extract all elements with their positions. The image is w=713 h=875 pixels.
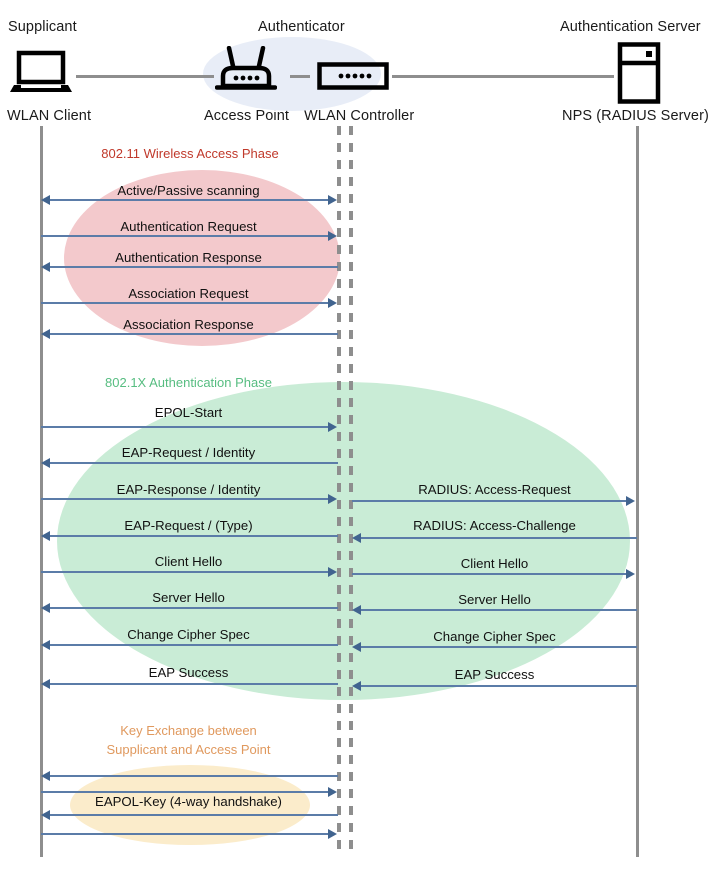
arrowhead-left-r4 <box>352 605 361 615</box>
message-line-16 <box>49 814 338 816</box>
message-line-9 <box>49 535 338 537</box>
message-label-association-response: Association Response <box>123 317 254 332</box>
server-icon <box>617 42 661 109</box>
arrowhead-left-13 <box>41 679 50 689</box>
message-label-authentication-request: Authentication Request <box>120 219 257 234</box>
access-point-icon <box>214 45 278 99</box>
arrowhead-left-9 <box>41 531 50 541</box>
arrowhead-right-2 <box>328 231 337 241</box>
phase-label-80211: 802.11 Wireless Access Phase <box>101 146 279 161</box>
message-label-eapol-key-4way-handshake: EAPOL-Key (4-way handshake) <box>95 794 282 809</box>
laptop-icon <box>10 50 72 99</box>
message-label-active-passive-scanning: Active/Passive scanning <box>117 183 260 198</box>
arrowhead-left-r5 <box>352 642 361 652</box>
message-line-8 <box>41 498 330 500</box>
message-label-association-request: Association Request <box>128 286 249 301</box>
arrowhead-left-14 <box>41 771 50 781</box>
message-line-r2 <box>360 537 637 539</box>
message-label-radius-access-request: RADIUS: Access-Request <box>418 482 571 497</box>
lifeline-access-point <box>337 126 341 857</box>
message-line-1 <box>49 199 330 201</box>
lifeline-supplicant <box>40 126 43 857</box>
arrowhead-right-r1 <box>626 496 635 506</box>
message-line-r5 <box>360 646 637 648</box>
arrowhead-left-16 <box>41 810 50 820</box>
message-line-r4 <box>360 609 637 611</box>
arrowhead-left-5 <box>41 329 50 339</box>
arrowhead-left-3 <box>41 262 50 272</box>
authenticator-highlight-blob <box>203 37 381 111</box>
message-label-eap-request-type: EAP-Request / (Type) <box>124 518 253 533</box>
arrowhead-left-11 <box>41 603 50 613</box>
message-label-server-hello-left: Server Hello <box>152 590 225 605</box>
message-label-client-hello-left: Client Hello <box>154 554 223 569</box>
message-line-14 <box>49 775 338 777</box>
actor-device-wlan-controller: WLAN Controller <box>304 108 415 124</box>
message-label-eap-response-identity: EAP-Response / Identity <box>116 482 261 497</box>
arrowhead-right-1 <box>328 195 337 205</box>
arrowhead-right-10 <box>328 567 337 577</box>
actor-device-access-point: Access Point <box>204 108 290 124</box>
wlan-controller-icon <box>317 62 389 95</box>
message-label-epol-start: EPOL-Start <box>154 405 223 420</box>
phase-label-8021x: 802.1X Authentication Phase <box>105 375 272 390</box>
arrowhead-left-r2 <box>352 533 361 543</box>
arrowhead-right-8 <box>328 494 337 504</box>
lifeline-nps <box>636 126 639 857</box>
message-line-7 <box>49 462 338 464</box>
phase-ellipse-key-exchange <box>70 765 310 845</box>
message-label-eap-success-left: EAP Success <box>148 665 229 680</box>
message-label-eap-success-right: EAP Success <box>454 667 535 682</box>
wire-controller-to-server <box>392 75 614 78</box>
arrowhead-left-7 <box>41 458 50 468</box>
message-label-change-cipher-spec-right: Change Cipher Spec <box>433 629 556 644</box>
message-line-15 <box>41 791 330 793</box>
phase-ellipse-8021x <box>57 382 630 700</box>
message-line-3 <box>49 266 338 268</box>
message-label-server-hello-right: Server Hello <box>458 592 531 607</box>
message-line-17 <box>41 833 330 835</box>
wire-ap-to-controller <box>290 75 310 78</box>
message-label-client-hello-right: Client Hello <box>460 556 529 571</box>
arrowhead-right-17 <box>328 829 337 839</box>
actor-device-nps-radius-server: NPS (RADIUS Server) <box>562 108 709 124</box>
message-label-authentication-response: Authentication Response <box>115 250 262 265</box>
message-line-11 <box>49 607 338 609</box>
message-label-eap-request-identity: EAP-Request / Identity <box>121 445 256 460</box>
message-line-13 <box>49 683 338 685</box>
message-line-12 <box>49 644 338 646</box>
actor-role-supplicant: Supplicant <box>8 19 77 35</box>
message-line-r1 <box>352 500 627 502</box>
arrowhead-left-12 <box>41 640 50 650</box>
phase-label-key-exchange-line2: Supplicant and Access Point <box>106 742 271 757</box>
message-label-radius-access-challenge: RADIUS: Access-Challenge <box>413 518 576 533</box>
message-label-change-cipher-spec-left: Change Cipher Spec <box>127 627 250 642</box>
arrowhead-right-15 <box>328 787 337 797</box>
message-line-2 <box>41 235 330 237</box>
actor-device-wlan-client: WLAN Client <box>7 108 92 124</box>
arrowhead-right-6 <box>328 422 337 432</box>
message-line-6 <box>41 426 330 428</box>
arrowhead-right-r3 <box>626 569 635 579</box>
actor-role-authenticator: Authenticator <box>258 19 345 35</box>
message-line-4 <box>41 302 330 304</box>
phase-label-key-exchange-line1: Key Exchange between <box>120 723 257 738</box>
wire-client-to-ap <box>76 75 214 78</box>
message-line-10 <box>41 571 330 573</box>
actor-role-authentication-server: Authentication Server <box>560 19 701 35</box>
message-line-5 <box>49 333 338 335</box>
arrowhead-right-4 <box>328 298 337 308</box>
lifeline-wlan-controller <box>349 126 353 857</box>
message-line-r6 <box>360 685 637 687</box>
arrowhead-left-r6 <box>352 681 361 691</box>
message-line-r3 <box>352 573 627 575</box>
arrowhead-left-1 <box>41 195 50 205</box>
